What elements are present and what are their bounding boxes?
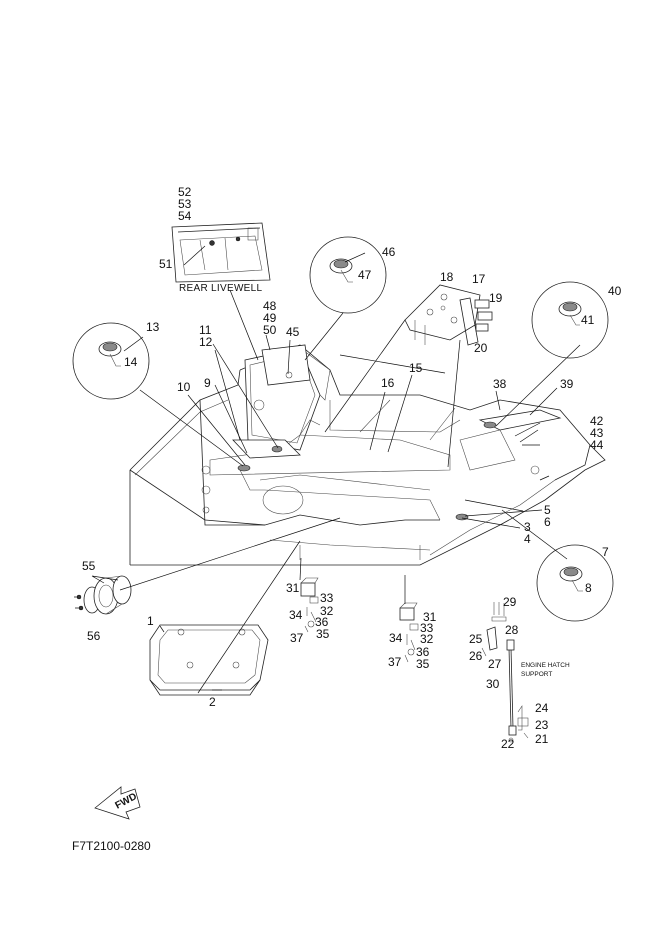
part-label-35-left: 35 [316,627,330,641]
part-label-37-right: 37 [388,655,402,669]
part-label-28: 28 [505,623,519,637]
part-label-46: 46 [382,245,396,259]
part-label-54: 54 [178,209,192,223]
part-label-14: 14 [124,355,138,369]
hinge-bracket [404,284,493,346]
detail-circle-47 [309,236,387,314]
part-label-3: 3 [524,520,531,534]
part-label-45: 45 [286,325,300,339]
part-label-37-left: 37 [290,631,304,645]
detail-circle-8 [536,544,614,622]
rear-livewell-label: REAR LIVEWELL [179,283,263,294]
part-label-16: 16 [381,376,395,390]
part-label-34-right: 34 [389,631,403,645]
part-label-51: 51 [159,257,173,271]
part-label-11: 11 [199,323,212,337]
latch-right [399,602,419,663]
figure-code: F7T2100-0280 [72,839,151,853]
part-label-33-left: 33 [320,591,334,605]
part-label-48: 48 [263,299,277,313]
part-label-2: 2 [209,695,216,709]
part-label-49: 49 [263,311,277,325]
leader-lines [91,245,581,694]
part-label-56: 56 [87,629,101,643]
part-label-31-right: 31 [423,610,437,624]
fwd-arrow: FWD [94,786,141,820]
part-label-18: 18 [440,270,454,284]
vent-assembly [74,575,132,615]
part-label-32-right: 32 [420,632,434,646]
part-label-34-left: 34 [289,608,303,622]
part-label-25: 25 [469,632,483,646]
part-label-21: 21 [535,732,549,746]
part-label-44: 44 [590,438,604,452]
part-label-55: 55 [82,559,96,573]
hatch-frame [149,624,269,696]
part-label-7: 7 [602,545,609,559]
detail-circle-14 [72,322,150,400]
engine-hatch-support-label-line2: SUPPORT [521,671,552,678]
latch-left [300,577,319,633]
part-label-40: 40 [608,284,622,298]
part-label-53: 53 [178,197,192,211]
part-label-36-right: 36 [416,645,430,659]
part-label-50: 50 [263,323,277,337]
part-number-labels: 52 53 54 51 46 47 48 49 50 45 13 14 11 1… [82,185,622,751]
part-label-13: 13 [146,320,160,334]
part-label-42: 42 [590,414,604,428]
part-label-19: 19 [489,291,503,305]
part-label-32-left: 32 [320,604,334,618]
part-label-24: 24 [535,701,549,715]
part-label-6: 6 [544,515,551,529]
part-label-36-left: 36 [315,615,329,629]
part-label-22: 22 [501,737,515,751]
part-label-35-right: 35 [416,657,430,671]
part-label-29: 29 [503,595,517,609]
part-label-30: 30 [486,677,500,691]
part-label-27: 27 [488,657,502,671]
engine-hatch-support: ENGINE HATCH SUPPORT [481,602,570,743]
part-label-20: 20 [474,341,488,355]
part-label-12: 12 [199,335,213,349]
part-label-9: 9 [204,376,211,390]
part-label-33-right: 33 [420,621,434,635]
part-label-52: 52 [178,185,192,199]
part-label-8: 8 [585,581,592,595]
rear-livewell-inset: REAR LIVEWELL [171,222,271,294]
part-label-23: 23 [535,718,549,732]
part-label-10: 10 [177,380,191,394]
part-label-43: 43 [590,426,604,440]
part-label-31-left: 31 [286,581,300,595]
part-label-39: 39 [560,377,574,391]
part-label-17: 17 [472,272,486,286]
detail-circle-41 [531,281,609,359]
part-label-41: 41 [581,313,595,327]
part-label-1: 1 [147,614,154,628]
part-label-15: 15 [409,361,423,375]
part-label-5: 5 [544,503,551,517]
part-label-38: 38 [493,377,507,391]
part-label-26: 26 [469,649,483,663]
part-label-4: 4 [524,532,531,546]
engine-hatch-support-label-line1: ENGINE HATCH [521,662,570,669]
part-label-47: 47 [358,268,372,282]
deck-assembly [129,344,606,566]
